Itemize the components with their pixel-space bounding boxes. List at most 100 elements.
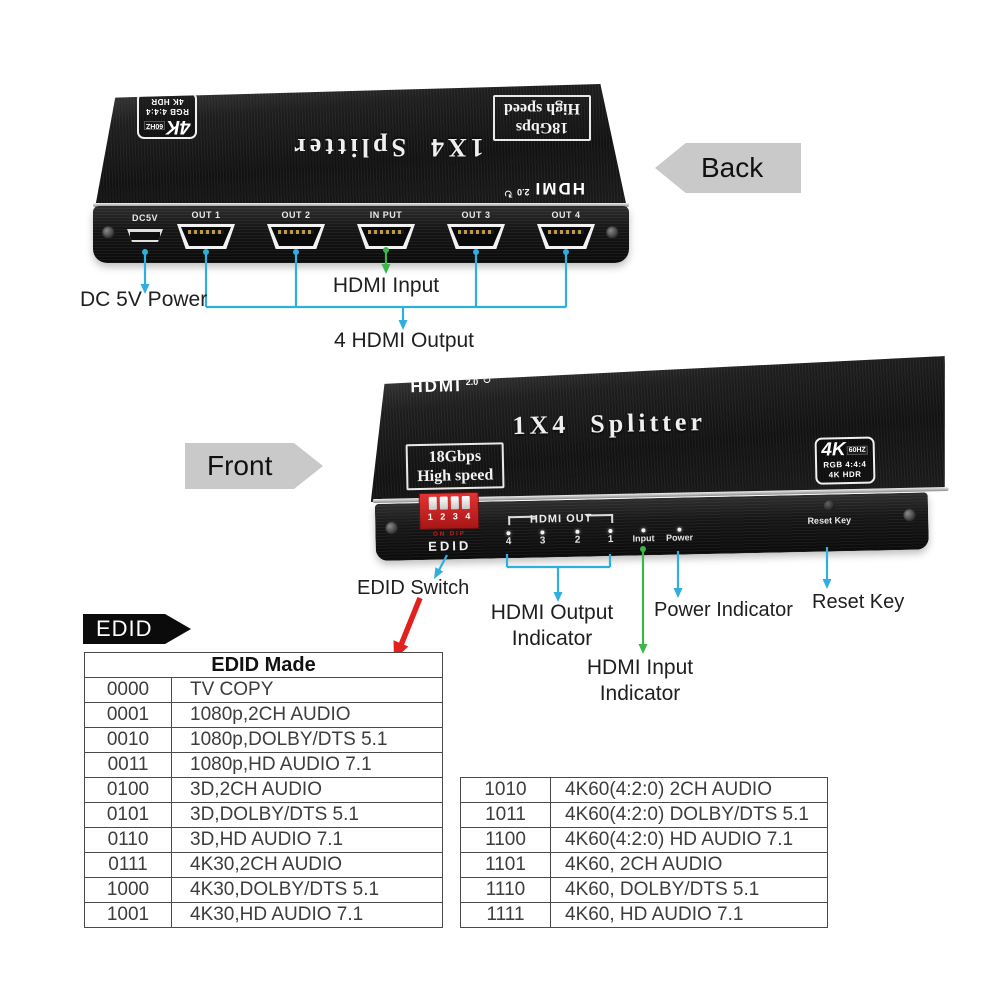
4k-badge-hdr: 4K HDR bbox=[150, 97, 184, 106]
speed-badge: 18Gbps High speed bbox=[492, 95, 591, 142]
edid-desc: 1080p,DOLBY/DTS 5.1 bbox=[171, 727, 443, 753]
output-indicator-annotation-line2: Indicator bbox=[511, 627, 593, 650]
power-led-label: Power bbox=[665, 532, 694, 543]
hdmi-logo-version: 2.0 bbox=[517, 187, 530, 197]
edid-desc: 4K60, 2CH AUDIO bbox=[550, 852, 828, 878]
edid-desc: 1080p,HD AUDIO 7.1 bbox=[171, 752, 443, 778]
hdmi-port-out2: OUT 2 bbox=[256, 209, 336, 249]
dip-lever-2[interactable] bbox=[439, 496, 448, 510]
screw-icon bbox=[606, 226, 619, 239]
4k-badge-hz: 60HZ bbox=[847, 445, 868, 454]
front-control-panel: 1 2 3 4 ON DIP EDID HDMI OUT 4 3 2 1 bbox=[374, 491, 929, 561]
hdmi-out-panel-label: HDMI OUT bbox=[529, 512, 593, 526]
edid-code: 1100 bbox=[460, 827, 551, 853]
edid-code: 0010 bbox=[84, 727, 172, 753]
4k-badge-hdr: 4K HDR bbox=[828, 469, 862, 480]
reset-button[interactable] bbox=[823, 500, 835, 512]
hdmi-port-out1: OUT 1 bbox=[166, 209, 246, 249]
edid-switch-annotation: EDID Switch bbox=[357, 577, 470, 599]
port-label-out1: OUT 1 bbox=[191, 210, 221, 220]
edid-desc: 4K60, DOLBY/DTS 5.1 bbox=[550, 877, 828, 903]
edid-code: 1101 bbox=[460, 852, 551, 878]
hdmi-logo-version: 2.0 bbox=[465, 376, 479, 388]
dip-switch-numbers: 1 2 3 4 bbox=[427, 510, 471, 522]
edid-desc: 4K30,HD AUDIO 7.1 bbox=[171, 902, 443, 928]
micro-usb-port bbox=[127, 229, 163, 242]
back-device-rim bbox=[93, 203, 629, 207]
speed-badge-line2: High speed bbox=[503, 100, 580, 118]
hdmi-input-annotation: HDMI Input bbox=[332, 274, 440, 297]
speed-badge-line2: High speed bbox=[417, 466, 494, 485]
speed-badge-line1: 18Gbps bbox=[428, 447, 482, 466]
4k-badge-text: 4K bbox=[166, 116, 191, 137]
dip-lever-4[interactable] bbox=[461, 496, 470, 510]
edid-code: 0110 bbox=[84, 827, 172, 853]
input-indicator-annotation-line2: Indicator bbox=[599, 682, 681, 705]
edid-code: 1111 bbox=[460, 902, 551, 928]
hdmi-connector-icon bbox=[177, 224, 235, 249]
port-label-out2: OUT 2 bbox=[281, 210, 311, 220]
dip-lever-3[interactable] bbox=[450, 496, 459, 510]
edid-code: 0011 bbox=[84, 752, 172, 778]
hdmi-logo-text: HDMI bbox=[533, 179, 585, 198]
output-led-2-label: 2 bbox=[574, 534, 581, 546]
4k-badge-hz: 60HZ bbox=[144, 121, 166, 131]
edid-code: 0001 bbox=[84, 702, 172, 728]
edid-code: 1011 bbox=[460, 802, 551, 828]
hdmi-output-annotation: 4 HDMI Output bbox=[333, 329, 475, 352]
edid-desc: 4K30,DOLBY/DTS 5.1 bbox=[171, 877, 443, 903]
table-header-row: EDID Made bbox=[84, 652, 443, 678]
edid-dip-switch[interactable]: 1 2 3 4 ON DIP bbox=[418, 491, 480, 538]
power-indicator-arrowhead-icon bbox=[673, 588, 683, 598]
reset-key-group: Reset Key bbox=[799, 500, 860, 526]
speed-badge: 18Gbps High speed bbox=[406, 442, 505, 490]
dip-switch-on-label: ON DIP bbox=[433, 531, 466, 538]
screw-icon bbox=[385, 521, 399, 535]
edid-desc: 4K60(4:2:0) DOLBY/DTS 5.1 bbox=[550, 802, 828, 828]
input-indicator-annotation-line1: HDMI Input bbox=[586, 656, 694, 679]
edid-desc: 3D,DOLBY/DTS 5.1 bbox=[171, 802, 443, 828]
output-led-3-label: 3 bbox=[539, 535, 546, 547]
hdmi-cycle-arrow-icon: ↻ bbox=[503, 187, 514, 199]
dc-port-label: DC5V bbox=[131, 213, 158, 223]
edid-desc: 4K60(4:2:0) HD AUDIO 7.1 bbox=[550, 827, 828, 853]
4k-badge: 4K 60HZ RGB 4:4:4 4K HDR bbox=[137, 92, 198, 139]
reset-key-arrowhead-icon bbox=[822, 579, 832, 589]
input-led-label: Input bbox=[632, 533, 655, 544]
output-led-2: 2 bbox=[566, 529, 588, 547]
output-led-1-label: 1 bbox=[607, 533, 614, 546]
power-led: Power bbox=[661, 527, 697, 545]
screw-icon bbox=[903, 508, 917, 522]
dip-lever-1[interactable] bbox=[428, 496, 437, 510]
speed-badge-line1: 18Gbps bbox=[515, 119, 569, 137]
4k-badge: 4K 60HZ RGB 4:4:4 4K HDR bbox=[814, 437, 875, 485]
output-led-4-label: 4 bbox=[505, 536, 512, 548]
reset-key-panel-label: Reset Key bbox=[807, 515, 852, 526]
hdmi-logo-text: HDMI bbox=[410, 376, 463, 397]
hdmi-port-input: IN PUT bbox=[346, 209, 426, 249]
edid-code: 1010 bbox=[460, 777, 551, 803]
edid-section-tab: EDID bbox=[83, 614, 191, 644]
edid-code: 1110 bbox=[460, 877, 551, 903]
front-view-label: Front bbox=[207, 450, 273, 481]
edid-panel-label: EDID bbox=[428, 537, 472, 554]
